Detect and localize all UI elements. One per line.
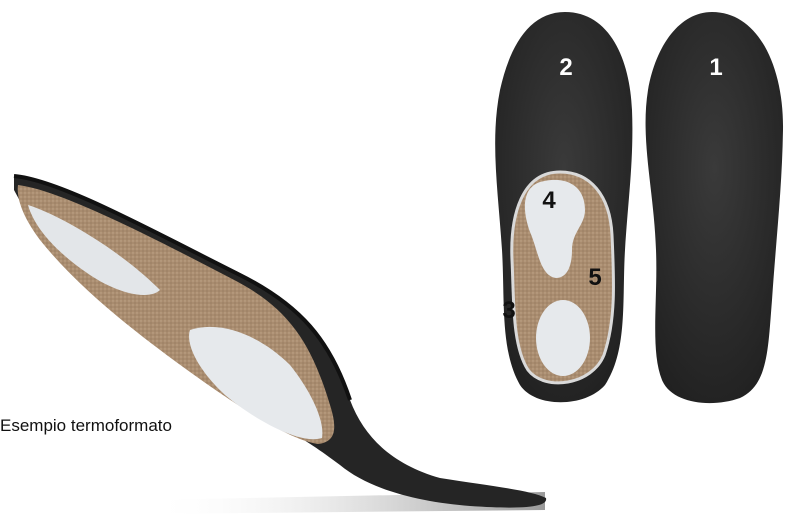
label-4: 4 <box>534 186 564 216</box>
label-5: 5 <box>580 263 610 293</box>
caption: Esempio termoformato <box>0 416 172 436</box>
label-3: 3 <box>494 296 524 326</box>
label-2: 2 <box>551 53 581 83</box>
insole-heel-pad <box>536 300 590 376</box>
thermoformed-insole <box>14 176 546 508</box>
label-1: 1 <box>701 53 731 83</box>
